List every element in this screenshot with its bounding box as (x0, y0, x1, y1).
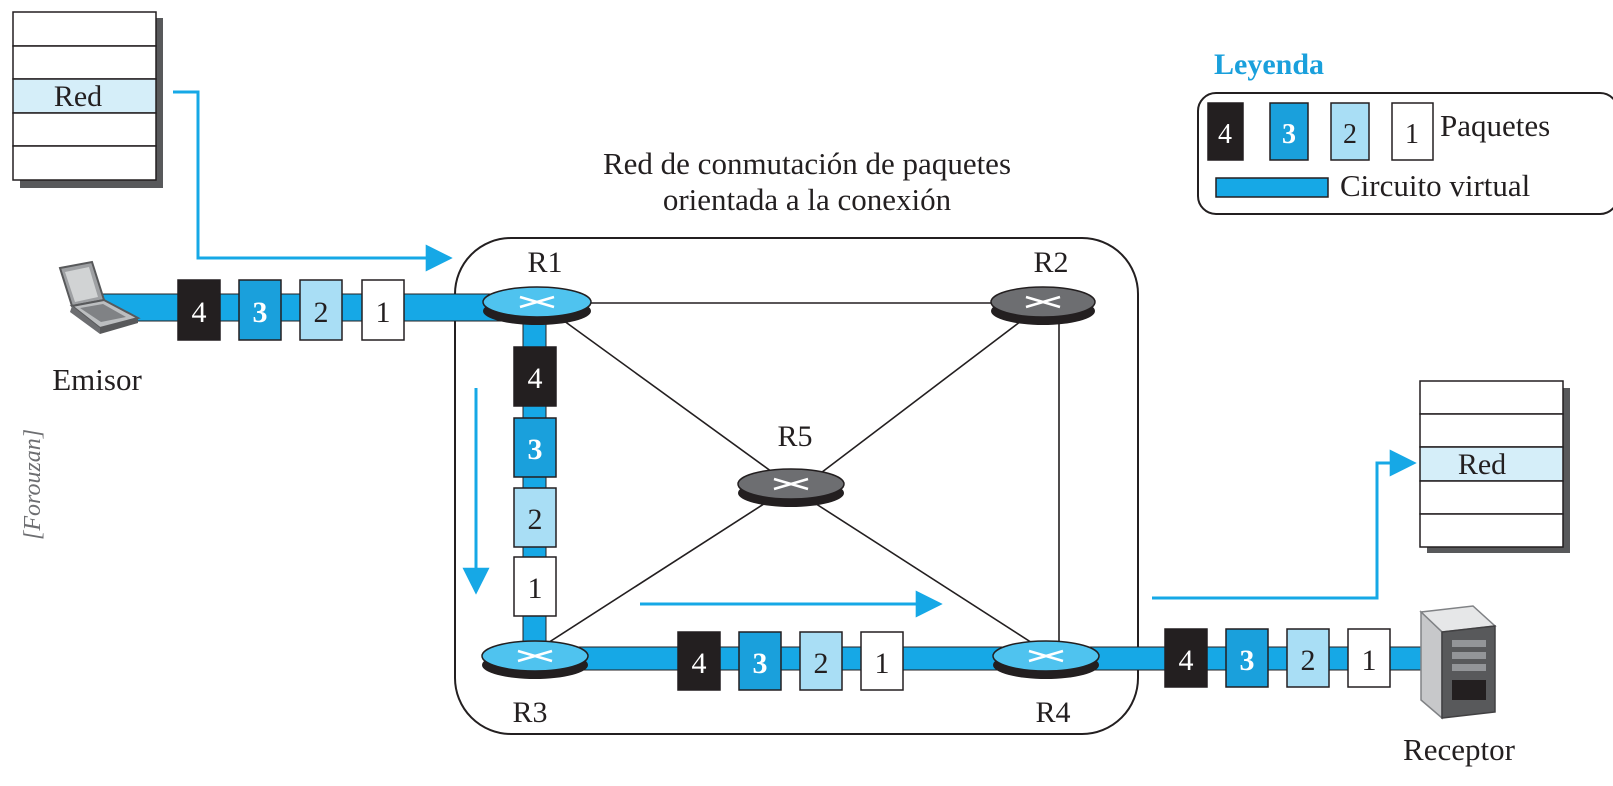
packet-4 (1164, 628, 1208, 688)
link-r5-r4 (809, 499, 1041, 649)
legend-circuit-label: Circuito virtual (1340, 168, 1530, 203)
packet-2 (299, 279, 343, 341)
packet-3 (1225, 628, 1269, 688)
network-title-line2: orientada a la conexión (663, 182, 952, 217)
router-r1-label: R1 (527, 246, 562, 279)
packet-1 (513, 556, 557, 617)
packet-3-label: 3 (253, 296, 268, 329)
router-r1: R1 (482, 246, 592, 325)
packet-4 (513, 346, 557, 407)
stack-layer (1419, 513, 1564, 548)
network-title-line1: Red de conmutación de paquetes (603, 146, 1011, 181)
arrow-r4-to-stack (1152, 449, 1417, 600)
packet-4 (677, 631, 721, 691)
packet-3 (238, 279, 282, 341)
legend-packet-4-label: 4 (1218, 119, 1232, 150)
packet-2 (513, 487, 557, 548)
packet-3 (513, 417, 557, 478)
link-r5-r3 (539, 499, 771, 649)
packet-1 (1347, 628, 1391, 688)
packets-r1-r3: 4 3 2 1 (513, 346, 557, 617)
legend-heading: Leyenda (1214, 48, 1324, 81)
packet-2-label: 2 (1301, 644, 1316, 677)
router-r5: R5 (737, 420, 845, 507)
router-links (537, 302, 1060, 649)
legend-packets-label: Paquetes (1440, 108, 1550, 143)
router-r4-label: R4 (1035, 696, 1070, 729)
packet-4-label: 4 (692, 647, 707, 680)
packet-4-label: 4 (1179, 644, 1194, 677)
packet-1-label: 1 (1362, 644, 1377, 677)
network-boundary (454, 237, 1139, 735)
stack-layer (12, 45, 157, 80)
stack-layer (1419, 413, 1564, 448)
packet-4 (177, 279, 221, 341)
receiver-network-layer-label: Red (1458, 448, 1506, 481)
laptop-icon (58, 260, 141, 334)
packet-4-label: 4 (192, 296, 207, 329)
stack-layer (1419, 380, 1564, 415)
legend-packet-1 (1391, 102, 1434, 161)
sender-label: Emisor (52, 362, 142, 397)
router-r5-label: R5 (777, 420, 812, 453)
stack-layer (12, 11, 157, 47)
link-r2-r5 (804, 317, 1026, 486)
router-r2-label: R2 (1033, 246, 1068, 279)
router-r3-label: R3 (512, 696, 547, 729)
sender-protocol-stack: Red (12, 11, 163, 188)
packet-2-label: 2 (528, 503, 543, 536)
packet-2 (799, 631, 843, 691)
receiver-label: Receptor (1403, 732, 1516, 767)
packets-r4-receiver: 4 3 2 1 (1164, 628, 1391, 688)
packet-2-label: 2 (814, 647, 829, 680)
packet-2 (1286, 628, 1330, 688)
source-credit: [Forouzan] (20, 429, 46, 540)
stack-layer-network (12, 78, 157, 114)
packet-1 (361, 279, 405, 341)
packets-sender-r1: 4 3 2 1 (177, 279, 405, 341)
router-r3: R3 (481, 640, 589, 729)
packet-2-label: 2 (314, 296, 329, 329)
direction-arrows (173, 90, 1417, 618)
stack-layer (12, 145, 157, 181)
legend: Leyenda 4 3 2 1 Paquetes Circuito virtua… (1197, 48, 1613, 215)
packet-1-label: 1 (528, 572, 543, 605)
legend-packet-2 (1330, 102, 1370, 161)
legend-circuit-swatch (1215, 177, 1329, 198)
sender-network-layer-label: Red (54, 80, 102, 113)
legend-packet-3 (1269, 102, 1309, 161)
packet-1-label: 1 (875, 647, 890, 680)
arrow-stack-to-r1 (173, 90, 453, 272)
stack-layer (12, 112, 157, 147)
link-r1-r5 (559, 317, 791, 486)
circuit-segment-r3-r4 (534, 646, 1056, 671)
packet-4-label: 4 (528, 362, 543, 395)
packet-1 (860, 631, 904, 691)
router-r2: R2 (990, 246, 1096, 325)
packet-3 (738, 631, 782, 691)
packets-r3-r4: 4 3 2 1 (677, 631, 904, 691)
packet-1-label: 1 (376, 296, 391, 329)
legend-packet-3-label: 3 (1282, 119, 1296, 150)
packet-3-label: 3 (1240, 644, 1255, 677)
router-r4: R4 (992, 640, 1100, 729)
legend-packet-2-label: 2 (1343, 119, 1357, 150)
legend-packet-1-label: 1 (1405, 119, 1419, 150)
receiver-protocol-stack: Red (1419, 380, 1570, 553)
packet-3-label: 3 (528, 433, 543, 466)
legend-packet-4 (1207, 102, 1244, 161)
packet-3-label: 3 (753, 647, 768, 680)
stack-layer (1419, 480, 1564, 515)
server-icon (1419, 605, 1497, 720)
